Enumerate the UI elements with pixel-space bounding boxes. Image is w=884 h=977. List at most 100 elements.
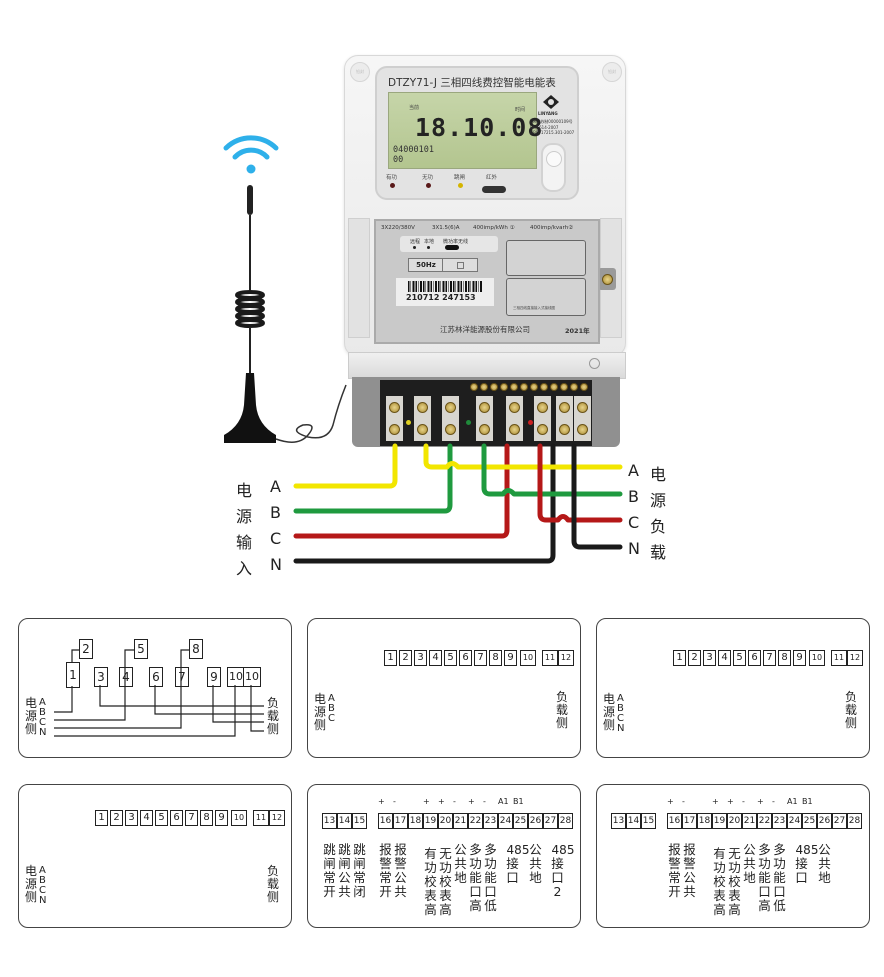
terminal-screw[interactable] [389,424,400,435]
label-char: 功 [713,860,726,875]
load-side-label: 侧 [267,890,280,904]
terminal-screw[interactable] [445,424,456,435]
terminal-1: 1 [95,810,108,826]
terminal-screw[interactable] [389,402,400,413]
polarity-sign: B1 [513,797,524,806]
input-label-char-2: 源 [236,507,253,526]
label-char: 常 [353,870,366,885]
label-char: 能 [773,870,786,885]
output-phase-c: C [628,513,640,532]
mini-aux-diagram [506,240,586,276]
label-char: 高 [713,902,726,917]
terminal-21: 21 [742,813,757,829]
polarity-sign: + [468,797,475,806]
aux-terminal-screw[interactable] [570,383,578,391]
wire-input-c [293,443,510,539]
terminal-19: 19 [712,813,727,829]
polarity-sign: + [438,797,445,806]
aux-terminal-screw[interactable] [520,383,528,391]
terminal-screw[interactable] [417,424,428,435]
label-char: 公 [338,870,351,885]
label-char: 地 [454,870,467,885]
phase-label-a: A [39,697,46,708]
load-side-label: 侧 [845,716,858,730]
comm-dot-remote [413,246,416,249]
manufacture-year: 2021年 [565,327,590,335]
source-side-label: 源 [314,705,327,719]
aux-terminal-screw[interactable] [500,383,508,391]
phase-label-n: N [39,895,47,906]
terminal-screw[interactable] [479,424,490,435]
phase-label-b: B [39,707,46,718]
cert-line1: CMC 苏制00000109号 [530,119,573,124]
output-label-char-2: 源 [650,491,667,510]
terminal-9: 9 [504,650,517,666]
aux-terminal-screw[interactable] [480,383,488,391]
label-char: 表 [424,888,437,903]
phase-label-c: C [39,885,46,896]
label-char: 多 [484,842,497,857]
label-char: 能 [484,870,497,885]
label-char: 高 [758,898,771,913]
terminal-screw[interactable] [577,424,588,435]
label-char: 校 [728,874,741,889]
aux-terminal-screw[interactable] [490,383,498,391]
terminal-10b: 10 [243,667,261,687]
terminal-2: 2 [399,650,412,666]
terminal-screw[interactable] [509,402,520,413]
terminal-2: 2 [110,810,123,826]
display-key-button[interactable] [541,143,566,192]
terminal-screw[interactable] [445,402,456,413]
label-char: 共 [529,856,542,871]
wire-input-b [293,443,453,514]
class-box [442,258,478,272]
terminal-screw[interactable] [537,402,548,413]
terminal-13: 13 [611,813,626,829]
terminal-12: 12 [847,650,863,666]
load-side-label: 载 [267,877,280,891]
label-char: 常 [323,870,336,885]
aux-terminal-screw[interactable] [540,383,548,391]
terminal-screw[interactable] [577,402,588,413]
terminal-screw[interactable] [559,402,570,413]
cert-line3: GB/T 17215.301-2007 [530,130,575,135]
terminal-3: 3 [125,810,138,826]
phase-label-n: N [39,727,47,738]
label-char: 闸 [353,856,366,871]
terminal-screw[interactable] [559,424,570,435]
terminal-screw[interactable] [417,402,428,413]
comm-label-local: 本地 [424,239,435,245]
lcd-label-time: 时间 [515,107,526,113]
terminal-25: 25 [802,813,817,829]
terminal-screw[interactable] [537,424,548,435]
label-char: 高 [728,902,741,917]
aux-terminal-screw[interactable] [470,383,478,391]
terminal-12: 12 [269,810,285,826]
terminal-screw[interactable] [479,402,490,413]
terminal-3: 3 [703,650,716,666]
aux-terminal-screw[interactable] [580,383,588,391]
aux-terminal-screw[interactable] [550,383,558,391]
polarity-sign: - [393,797,396,806]
load-side-label: 载 [267,709,280,723]
load-side-label: 载 [556,703,569,717]
terminal-4: 4 [718,650,731,666]
aux-terminal-screw[interactable] [510,383,518,391]
terminal-6: 6 [748,650,761,666]
label-char: 公 [529,842,542,857]
side-clip-left [348,218,370,338]
label-char: 功 [484,856,497,871]
label-char: 低 [773,898,786,913]
terminal-8: 8 [778,650,791,666]
source-side-label: 侧 [603,718,616,732]
terminal-21: 21 [453,813,468,829]
comm-label-remote: 远程 [410,239,421,245]
aux-terminal-screw[interactable] [560,383,568,391]
diagram-1-lines [54,649,264,737]
terminal-screw[interactable] [509,424,520,435]
wiring-harness [293,443,623,564]
label-char: 口 [773,884,786,899]
load-side-label: 侧 [267,722,280,736]
aux-terminal-screw[interactable] [530,383,538,391]
